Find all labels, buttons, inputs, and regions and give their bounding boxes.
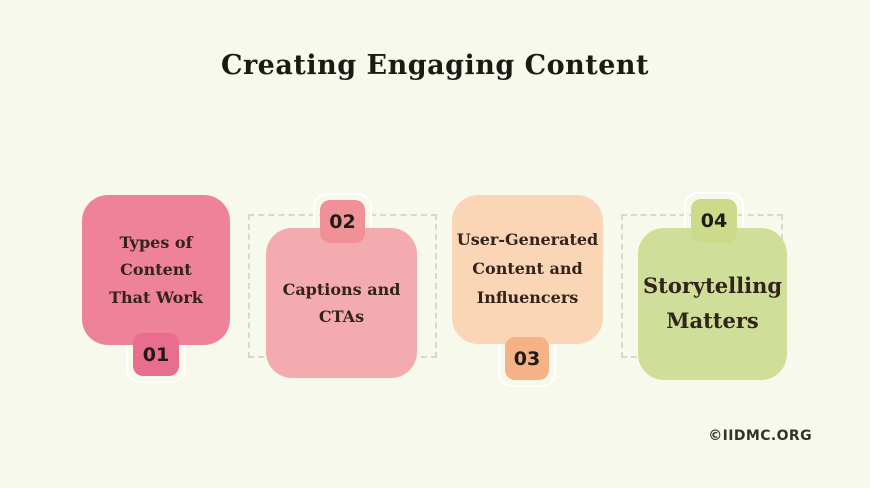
page-title: Creating Engaging Content xyxy=(220,50,650,81)
step-number-2: 02 xyxy=(329,210,356,233)
step-number-badge-3: 03 xyxy=(505,337,549,380)
card-types-of-content: Types of Content That Work xyxy=(82,195,230,345)
card-captions-and-ctas: Captions and CTAs xyxy=(266,228,417,378)
step-number-badge-1: 01 xyxy=(133,333,179,376)
card-title-3: User-Generated Content and Influencers xyxy=(456,230,599,307)
step-number-badge-4: 04 xyxy=(691,199,737,243)
watermark: ©IIDMC.ORG xyxy=(708,428,812,444)
step-number-3: 03 xyxy=(513,347,541,370)
card-user-generated-content: User-Generated Content and Influencers xyxy=(452,195,603,344)
card-title-1: Types of Content That Work xyxy=(109,233,203,307)
card-title-4: Storytelling Matters xyxy=(642,273,783,333)
step-number-1: 01 xyxy=(142,343,170,366)
step-number-4: 04 xyxy=(700,210,728,232)
card-storytelling-matters: Storytelling Matters xyxy=(638,228,787,380)
card-title-2: Captions and CTAs xyxy=(282,279,401,326)
step-number-badge-2: 02 xyxy=(320,200,365,243)
